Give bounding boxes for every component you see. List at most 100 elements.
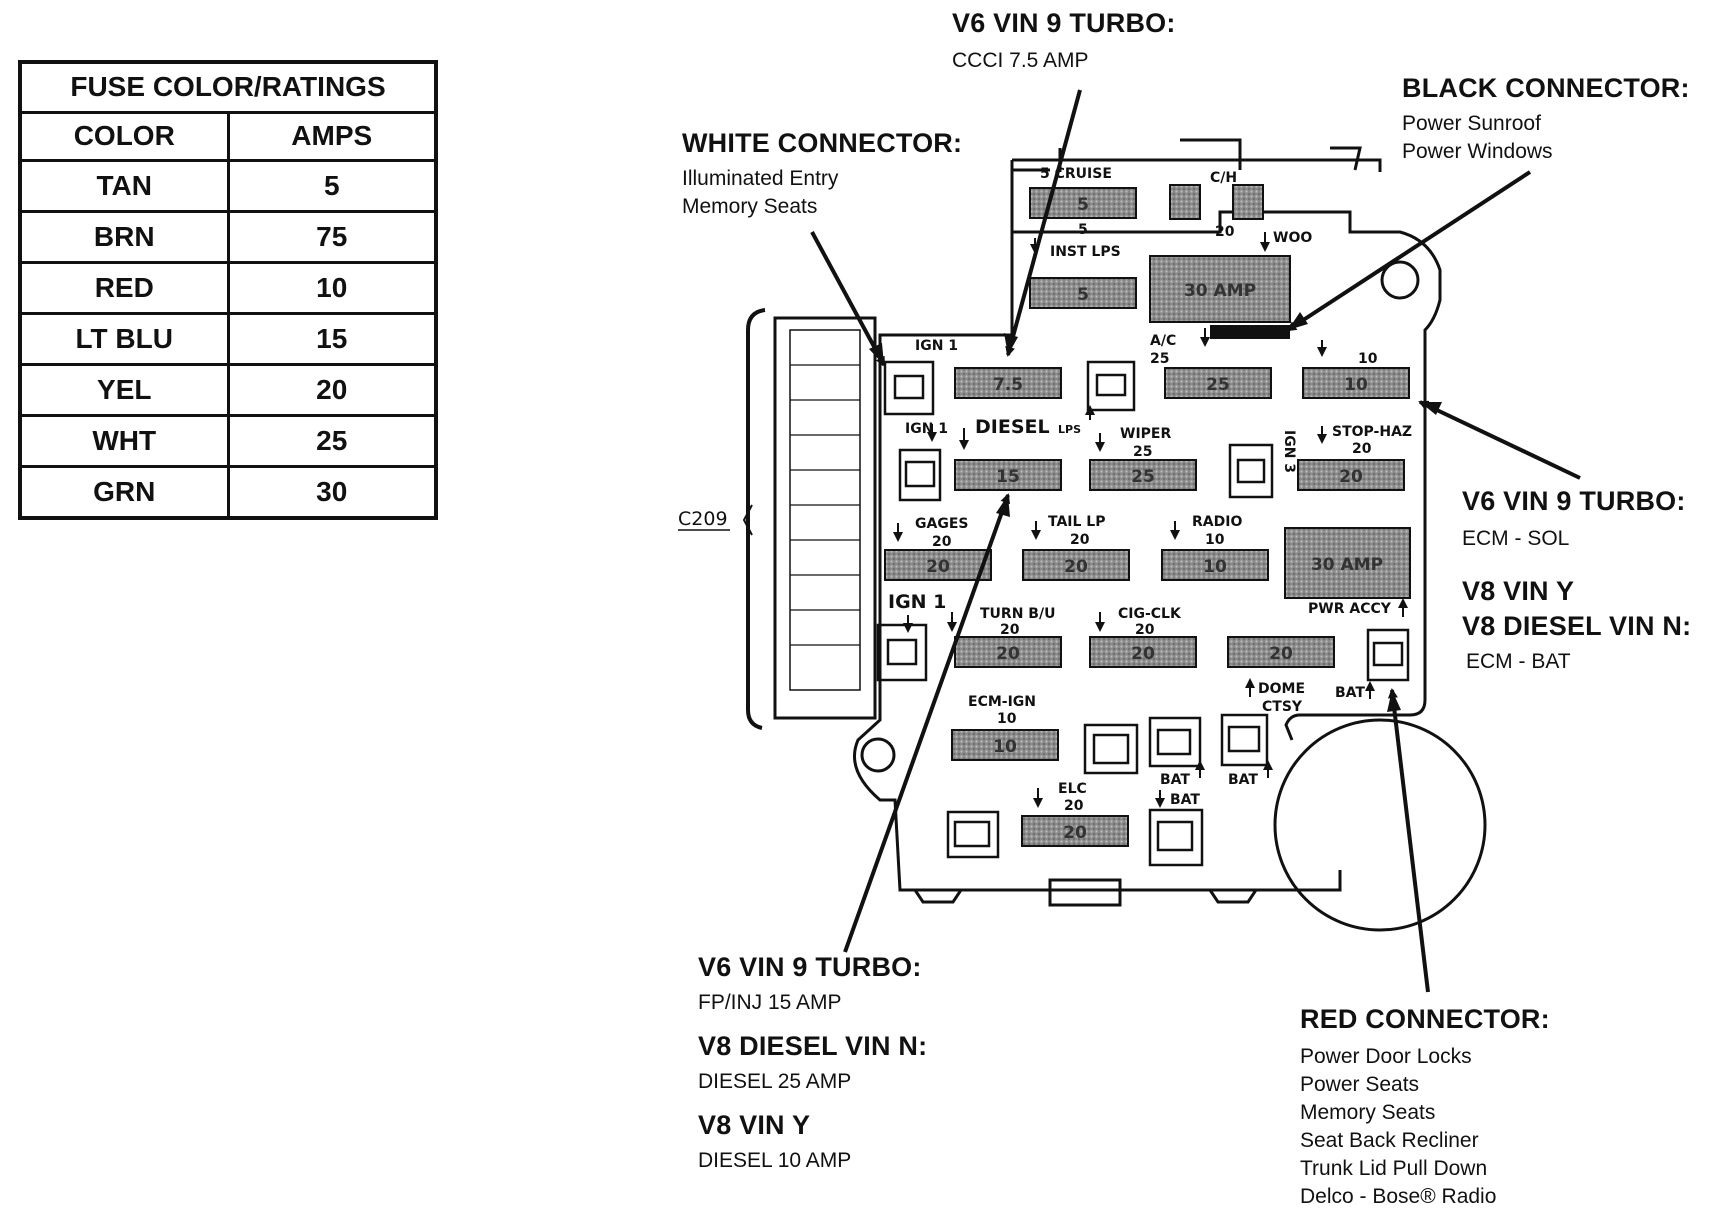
fuse-value: 10 (993, 737, 1017, 757)
label-elc-value: 20 (1064, 798, 1084, 814)
fuse-cig-clk: 20 (1089, 636, 1197, 668)
small-arrows (893, 232, 1408, 808)
fuse-ecm-ign: 10 (951, 729, 1059, 761)
cell-color: BRN (18, 209, 230, 264)
cell-amps: 20 (226, 362, 438, 417)
fuse-value: 25 (1206, 375, 1230, 395)
cell-color: WHT (18, 413, 230, 468)
leader-arrows (810, 89, 1581, 993)
callout-title: WHITE CONNECTOR: (682, 128, 963, 158)
label-wiper: WIPER (1120, 426, 1171, 442)
fuse-value: 25 (1131, 467, 1155, 487)
label-cig-clk-value: 20 (1135, 622, 1155, 638)
label-dome: DOME (1258, 681, 1305, 697)
callout-right-turbo: V6 VIN 9 TURBO: ECM - SOL (1462, 486, 1686, 553)
cell-color: YEL (18, 362, 230, 417)
callout-line: ECM - SOL (1462, 527, 1570, 550)
label-ign1: IGN 1 (888, 591, 946, 613)
fuse-value: 10 (1203, 557, 1227, 577)
mounting-hole (860, 737, 896, 773)
label-ctsy: CTSY (1262, 699, 1303, 715)
cell-amps: 15 (226, 311, 438, 366)
bottom-tab (1048, 878, 1122, 907)
callout-top: V6 VIN 9 TURBO: CCCI 7.5 AMP (952, 8, 1176, 75)
callout-black-connector: BLACK CONNECTOR: Power Sunroof Power Win… (1402, 73, 1690, 166)
label-ten: 10 (1358, 351, 1378, 367)
table-title: FUSE COLOR/RATINGS (18, 60, 438, 114)
fuse-tail-lp: 20 (1022, 549, 1130, 581)
label-ecm-ign-value: 10 (997, 711, 1017, 727)
fuse-value: 20 (1131, 644, 1155, 664)
callout-title: V6 VIN 9 TURBO: (698, 952, 922, 982)
table-header-amps: AMPS (226, 110, 438, 162)
fuse-value: 20 (1339, 467, 1363, 487)
label-gages: GAGES (915, 516, 968, 532)
fuse-block-outline (853, 160, 1442, 892)
label-woo: WOO (1273, 230, 1312, 246)
label-ign3: IGN 3 (1281, 430, 1297, 473)
callout-line: FP/INJ 15 AMP (698, 991, 842, 1014)
fuse-ch-1 (1169, 184, 1201, 220)
label-ch-value: 20 (1215, 224, 1235, 240)
c209-connector (773, 316, 877, 720)
steering-column-cutout (1273, 718, 1487, 932)
label-radio-value: 10 (1205, 532, 1225, 548)
cell-amps: 10 (226, 260, 438, 315)
label-pwr-accy: PWR ACCY (1308, 601, 1392, 617)
fuse-radio: 10 (1161, 549, 1269, 581)
fuse-ten: 10 (1302, 367, 1410, 399)
fuse-value: 5 (1077, 195, 1089, 215)
callout-line: Power Windows (1402, 140, 1553, 163)
callout-line: Power Seats (1300, 1073, 1420, 1096)
label-lps: LPS (1058, 423, 1081, 436)
fuse-ccci: 7.5 (954, 367, 1062, 399)
label-cruise: 5 CRUISE (1040, 166, 1112, 182)
fuse-30amp-lower: 30 AMP (1284, 527, 1411, 599)
callout-line: DIESEL 25 AMP (698, 1070, 852, 1093)
label-ac: A/C (1150, 333, 1176, 349)
fuse-value: 15 (996, 467, 1020, 487)
callout-title: V8 VIN Y (1462, 576, 1575, 606)
label-bat: BAT (1160, 772, 1190, 788)
callout-title: V6 VIN 9 TURBO: (952, 8, 1176, 38)
cell-color: GRN (18, 464, 230, 520)
fuse-elc: 20 (1021, 815, 1129, 847)
fuse-value: 5 (1077, 285, 1089, 305)
cell-color: LT BLU (18, 311, 230, 366)
fuse-value: 30 AMP (1311, 555, 1383, 575)
fuse-ch-2 (1232, 184, 1264, 220)
callout-title: V8 DIESEL VIN N: (698, 1031, 928, 1061)
callout-title: V8 DIESEL VIN N: (1462, 611, 1692, 641)
fuse-value: 20 (996, 644, 1020, 664)
table-header-color: COLOR (18, 110, 230, 162)
cell-color: RED (18, 260, 230, 315)
label-gages-value: 20 (932, 534, 952, 550)
callout-line: Memory Seats (682, 195, 818, 218)
fuse-value: 20 (1063, 823, 1087, 843)
label-diesel: DIESEL (975, 416, 1050, 438)
callout-title: RED CONNECTOR: (1300, 1004, 1550, 1034)
label-turn-value: 20 (1000, 622, 1020, 638)
label-cig-clk: CIG-CLK (1118, 606, 1182, 622)
label-ign1: IGN 1 (905, 421, 948, 437)
fuse-dome: 20 (1227, 636, 1335, 668)
label-inst-value: 5 (1078, 222, 1088, 238)
callout-white-connector: WHITE CONNECTOR: Illuminated Entry Memor… (682, 128, 962, 221)
relay-sockets (876, 360, 1410, 867)
cell-amps: 30 (226, 464, 438, 520)
label-bat: BAT (1170, 792, 1200, 808)
fuse-value: 30 AMP (1184, 281, 1256, 301)
label-tail-lp-value: 20 (1070, 532, 1090, 548)
fuse-value: 20 (1269, 644, 1293, 664)
c209-bracket (746, 308, 766, 730)
c209-label: C209 (678, 508, 728, 530)
label-bat: BAT (1335, 685, 1365, 701)
